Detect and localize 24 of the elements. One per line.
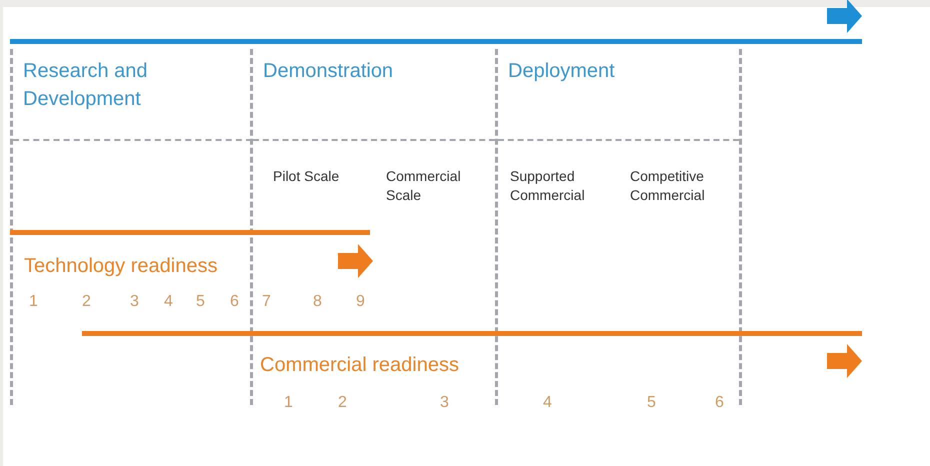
- scale-number: 6: [715, 394, 724, 412]
- stage-label: Competitive Commercial: [630, 167, 706, 205]
- scale-number: 7: [262, 293, 271, 311]
- scale-number: 3: [130, 293, 139, 311]
- scale-number: 2: [82, 293, 91, 311]
- scale-number: 1: [29, 293, 38, 311]
- readiness-title: Technology readiness: [24, 255, 218, 278]
- scale-number: 4: [164, 293, 173, 311]
- stage-label: Commercial Scale: [386, 167, 462, 205]
- scale-number: 9: [356, 293, 365, 311]
- scale-number: 6: [230, 293, 239, 311]
- readiness-title: Commercial readiness: [260, 354, 459, 377]
- scale-number: 3: [440, 394, 449, 412]
- phase-heading: Demonstration: [263, 59, 394, 84]
- phase-heading: Deployment: [508, 59, 616, 84]
- phase-heading: Research and Development: [23, 59, 149, 112]
- scale-number: 8: [313, 293, 322, 311]
- stage-label: Supported Commercial: [510, 167, 586, 205]
- scale-number: 1: [284, 394, 293, 412]
- scale-number: 5: [196, 293, 205, 311]
- scale-number: 5: [647, 394, 656, 412]
- scale-number: 4: [543, 394, 552, 412]
- scale-number: 2: [338, 394, 347, 412]
- stage-label: Pilot Scale: [273, 167, 340, 186]
